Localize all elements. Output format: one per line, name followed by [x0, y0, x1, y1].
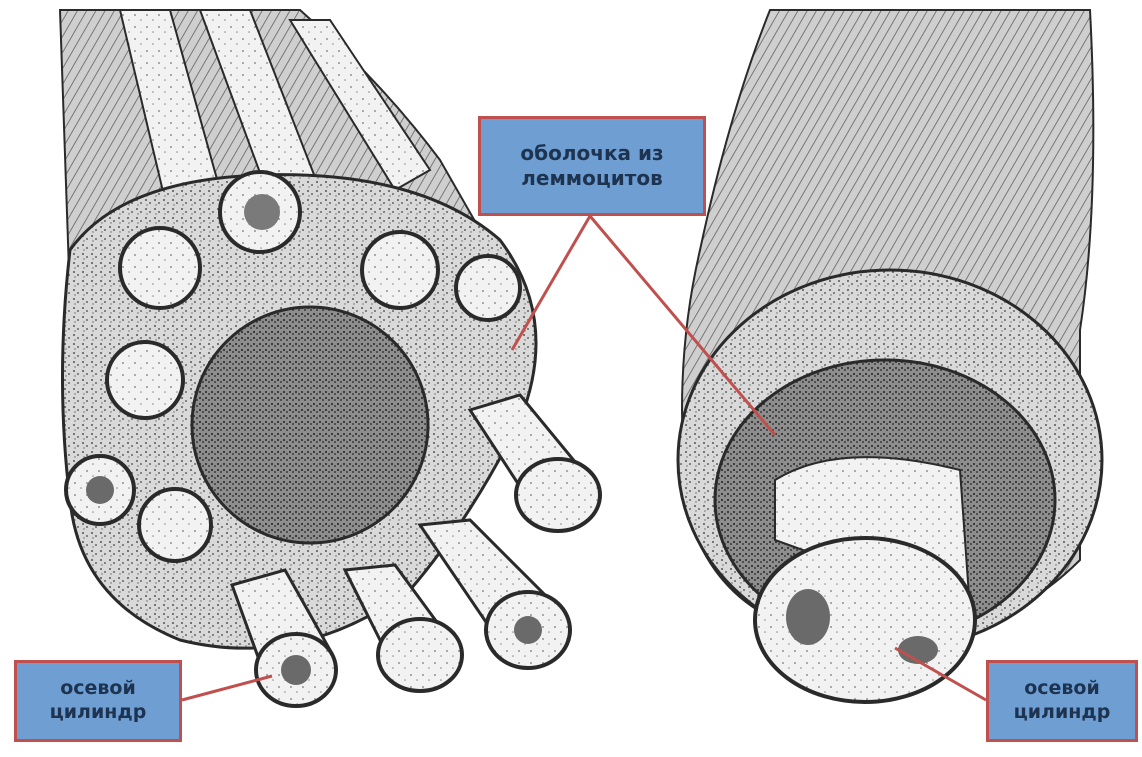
axon-left-pointer	[182, 676, 272, 700]
axon-label-left: осевой цилиндр	[14, 660, 182, 742]
lemmocyte-sheath-label-line1: оболочка из	[520, 141, 663, 166]
axon-label-right: осевой цилиндр	[986, 660, 1138, 742]
axon-label-right-line1: осевой	[1024, 677, 1100, 701]
lemmocyte-nucleus	[192, 307, 428, 543]
myelinated-fiber-drawing	[678, 10, 1102, 702]
unmyelinated-fiber-drawing	[60, 10, 600, 706]
axon-label-right-line2: цилиндр	[1014, 701, 1111, 725]
lemmocyte-sheath-label-line2: леммоцитов	[521, 166, 662, 191]
axon-label-left-line2: цилиндр	[50, 701, 147, 725]
axon-label-left-line1: осевой	[60, 677, 136, 701]
lemmocyte-sheath-label: оболочка из леммоцитов	[478, 116, 706, 216]
